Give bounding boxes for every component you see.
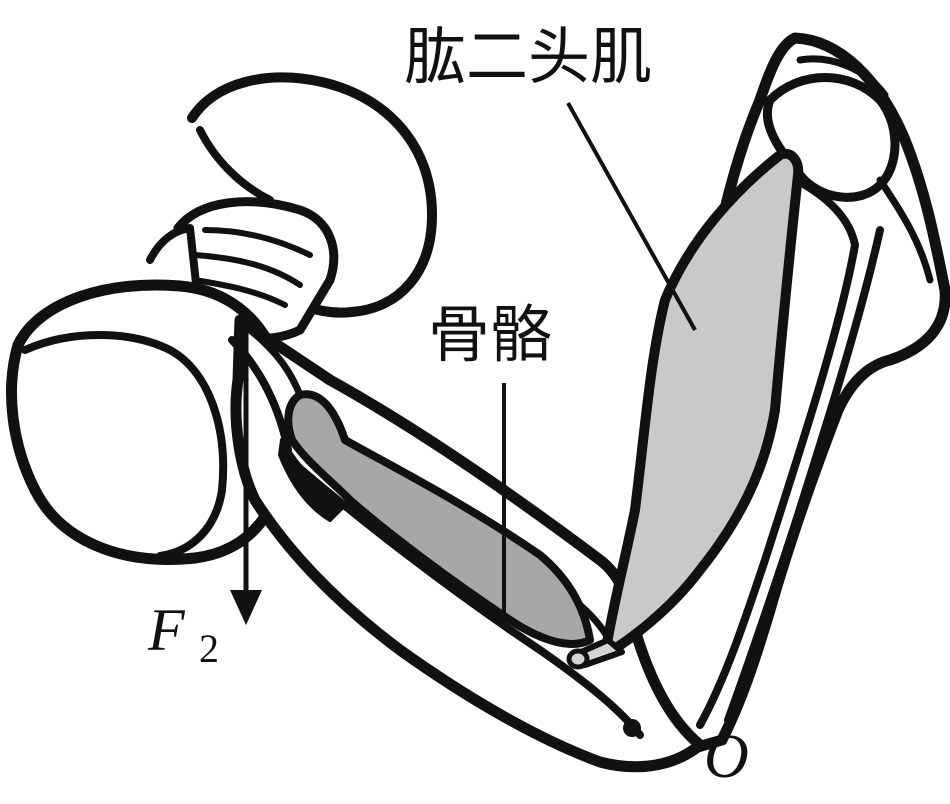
biceps-muscle (600, 148, 804, 660)
biceps-leader-line (566, 102, 697, 331)
pivot-point (623, 719, 641, 737)
forearm-bone-ulna (286, 456, 644, 739)
dumbbell-near-plate (6, 279, 294, 565)
force-subscript: 2 (199, 626, 219, 671)
force-label: F 2 (147, 597, 219, 671)
biceps-tendon (566, 637, 625, 670)
dumbbell (6, 72, 437, 565)
pivot-label: O (704, 723, 749, 791)
biceps-label: 肱二头肌 (404, 20, 652, 93)
force-symbol: F (147, 597, 186, 663)
bone-label: 骨骼 (428, 298, 552, 371)
force-arrow (230, 330, 262, 625)
forearm-muscle (284, 390, 594, 648)
humerus-bone (696, 181, 859, 729)
